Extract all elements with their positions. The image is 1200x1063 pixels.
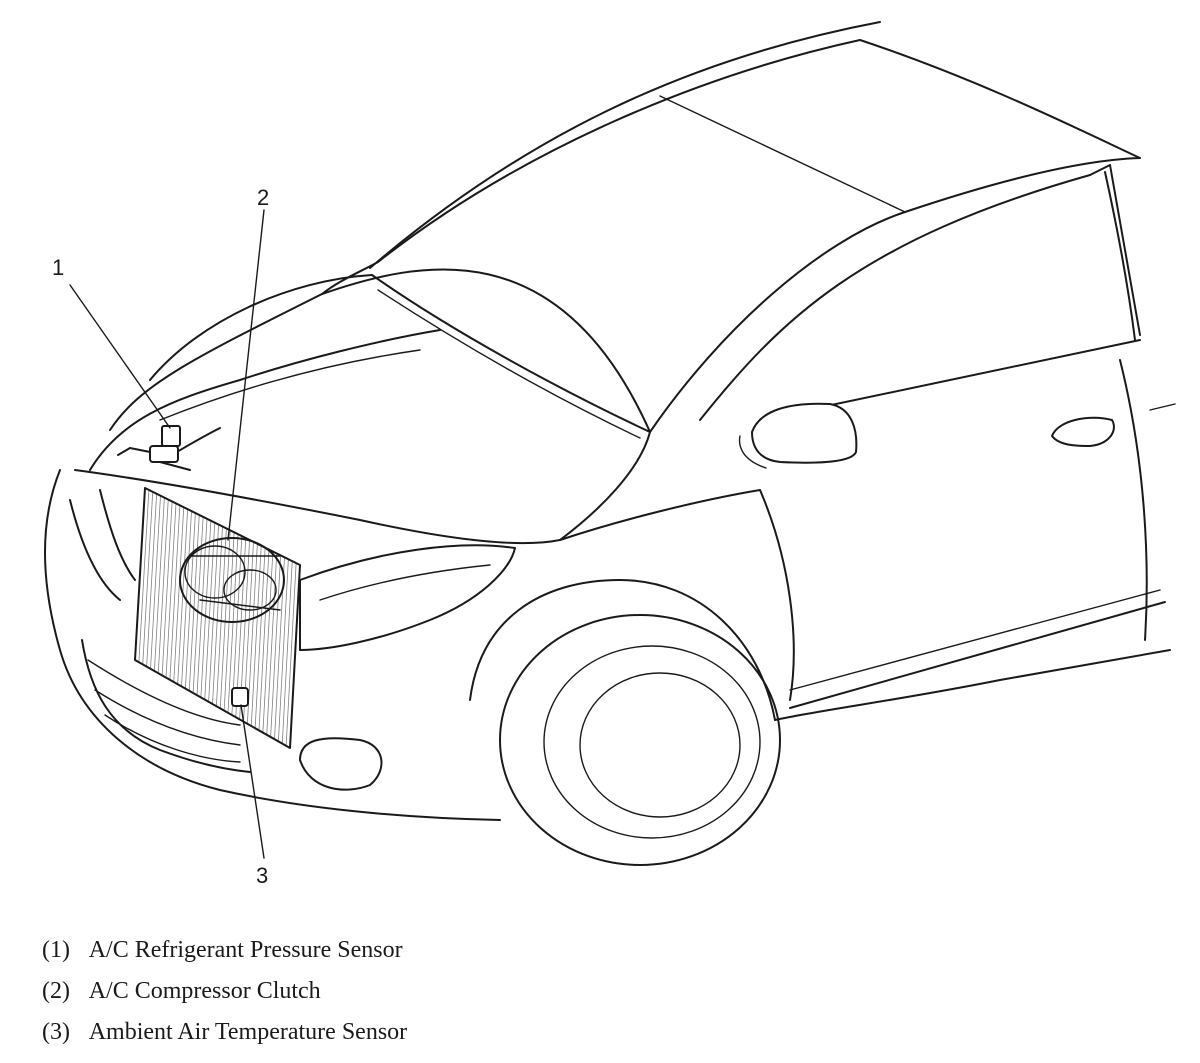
condenser-fin bbox=[177, 509, 189, 685]
condenser-fin bbox=[204, 522, 216, 700]
legend-item-label: Ambient Air Temperature Sensor bbox=[88, 1019, 408, 1045]
callout-number-1: 1 bbox=[52, 255, 64, 280]
condenser-fin bbox=[181, 511, 192, 687]
component-legend: (1) A/C Refrigerant Pressure Sensor (2) … bbox=[42, 930, 942, 1053]
legend-item: (2) A/C Compressor Clutch bbox=[42, 971, 942, 1012]
vehicle-component-locator-diagram: 1 2 3 bbox=[44, 21, 1176, 888]
legend-item-label: A/C Compressor Clutch bbox=[88, 978, 321, 1004]
condenser-fin bbox=[192, 516, 204, 694]
callout-number-3: 3 bbox=[256, 863, 268, 888]
condenser-fin bbox=[212, 526, 223, 705]
condenser-fin bbox=[188, 514, 200, 691]
callout-2-leader bbox=[227, 209, 265, 541]
condenser-fin bbox=[262, 551, 274, 733]
condenser-fin bbox=[146, 493, 158, 667]
legend-item-number: (3) bbox=[42, 1019, 70, 1045]
condenser-fin bbox=[153, 497, 165, 672]
condenser-fin bbox=[231, 536, 243, 716]
condenser-fin bbox=[165, 503, 177, 678]
condenser-fin bbox=[173, 507, 185, 683]
callout-3-leader bbox=[240, 704, 265, 859]
compressor-clutch-assembly bbox=[179, 537, 285, 623]
condenser-fin bbox=[246, 543, 258, 724]
condenser-fin bbox=[266, 553, 278, 735]
condenser-fin bbox=[184, 513, 196, 689]
condenser-fin bbox=[270, 555, 282, 738]
condenser-fin bbox=[142, 491, 154, 665]
condenser-fin bbox=[277, 559, 289, 742]
condenser-fin bbox=[215, 528, 227, 707]
condenser-fin bbox=[281, 561, 293, 744]
legend-item-number: (2) bbox=[42, 978, 70, 1004]
car-body bbox=[44, 21, 1176, 866]
legend-item: (1) A/C Refrigerant Pressure Sensor bbox=[42, 930, 942, 971]
condenser-fin bbox=[254, 547, 266, 729]
ambient-sensor-assembly bbox=[231, 687, 249, 707]
callout-number-2: 2 bbox=[257, 185, 269, 210]
callout-1-leader bbox=[69, 284, 171, 429]
pressure-sensor-assembly bbox=[117, 425, 221, 471]
condenser-fin bbox=[285, 563, 297, 746]
condenser bbox=[134, 487, 301, 749]
condenser-fin bbox=[138, 489, 150, 663]
condenser-fin bbox=[208, 524, 220, 702]
legend-item-label: A/C Refrigerant Pressure Sensor bbox=[88, 937, 403, 963]
condenser-fin bbox=[134, 487, 146, 661]
legend-item-number: (1) bbox=[42, 937, 70, 963]
condenser-fin bbox=[169, 505, 181, 680]
condenser-fin bbox=[227, 534, 239, 713]
condenser-fin bbox=[258, 549, 270, 731]
condenser-fin bbox=[161, 501, 173, 676]
condenser-fin bbox=[196, 518, 208, 696]
condenser-fin bbox=[250, 545, 262, 727]
condenser-fin bbox=[150, 495, 161, 669]
legend-item: (3) Ambient Air Temperature Sensor bbox=[42, 1012, 942, 1053]
condenser-fin bbox=[200, 520, 212, 698]
condenser-fin bbox=[219, 530, 231, 709]
condenser-fin bbox=[157, 499, 169, 674]
